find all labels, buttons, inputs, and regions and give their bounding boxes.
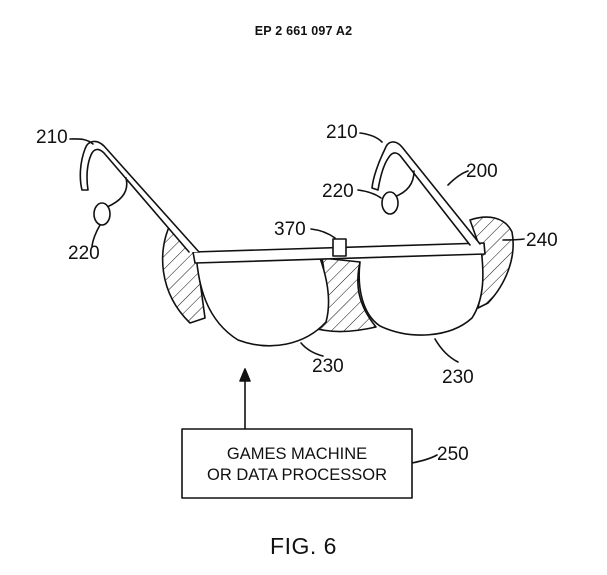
leader-370 (310, 228, 336, 239)
label-arm-left: 210 (36, 127, 68, 148)
leader-220-left (91, 224, 101, 247)
label-shield: 240 (526, 230, 558, 251)
leader-210-right (359, 132, 383, 143)
right-earpiece (381, 191, 399, 215)
processor-line-2: OR DATA PROCESSOR (207, 466, 387, 484)
leader-200 (447, 170, 469, 186)
leader-210-left (69, 138, 94, 145)
right-arm (371, 141, 481, 246)
leader-230-right (434, 338, 459, 363)
label-processor: 250 (437, 444, 469, 465)
signal-arrow-head (239, 368, 251, 382)
right-earpiece-wire (393, 170, 415, 198)
label-earpiece-left: 220 (68, 243, 100, 264)
leader-230-left (300, 342, 324, 357)
publication-number: EP 2 661 097 A2 (254, 24, 353, 38)
left-earpiece (93, 202, 111, 226)
left-earpiece-wire (106, 177, 128, 208)
processor-box (181, 428, 413, 499)
label-earpiece-right: 220 (322, 181, 354, 202)
left-arm (79, 140, 200, 253)
label-frame: 200 (466, 161, 498, 182)
processor-line-1: GAMES MACHINE (227, 445, 367, 463)
left-lens (195, 251, 330, 347)
leader-220-right (357, 189, 382, 199)
leader-240 (502, 238, 525, 241)
shield-left-region (161, 224, 206, 324)
leader-250 (411, 454, 438, 464)
label-lens-left: 230 (312, 356, 344, 377)
label-sensor: 370 (274, 219, 306, 240)
label-lens-right: 230 (442, 367, 474, 388)
label-arm-right: 210 (326, 122, 358, 143)
sensor-block (332, 238, 347, 257)
figure-caption: FIG. 6 (270, 533, 337, 559)
right-lens (358, 247, 484, 336)
